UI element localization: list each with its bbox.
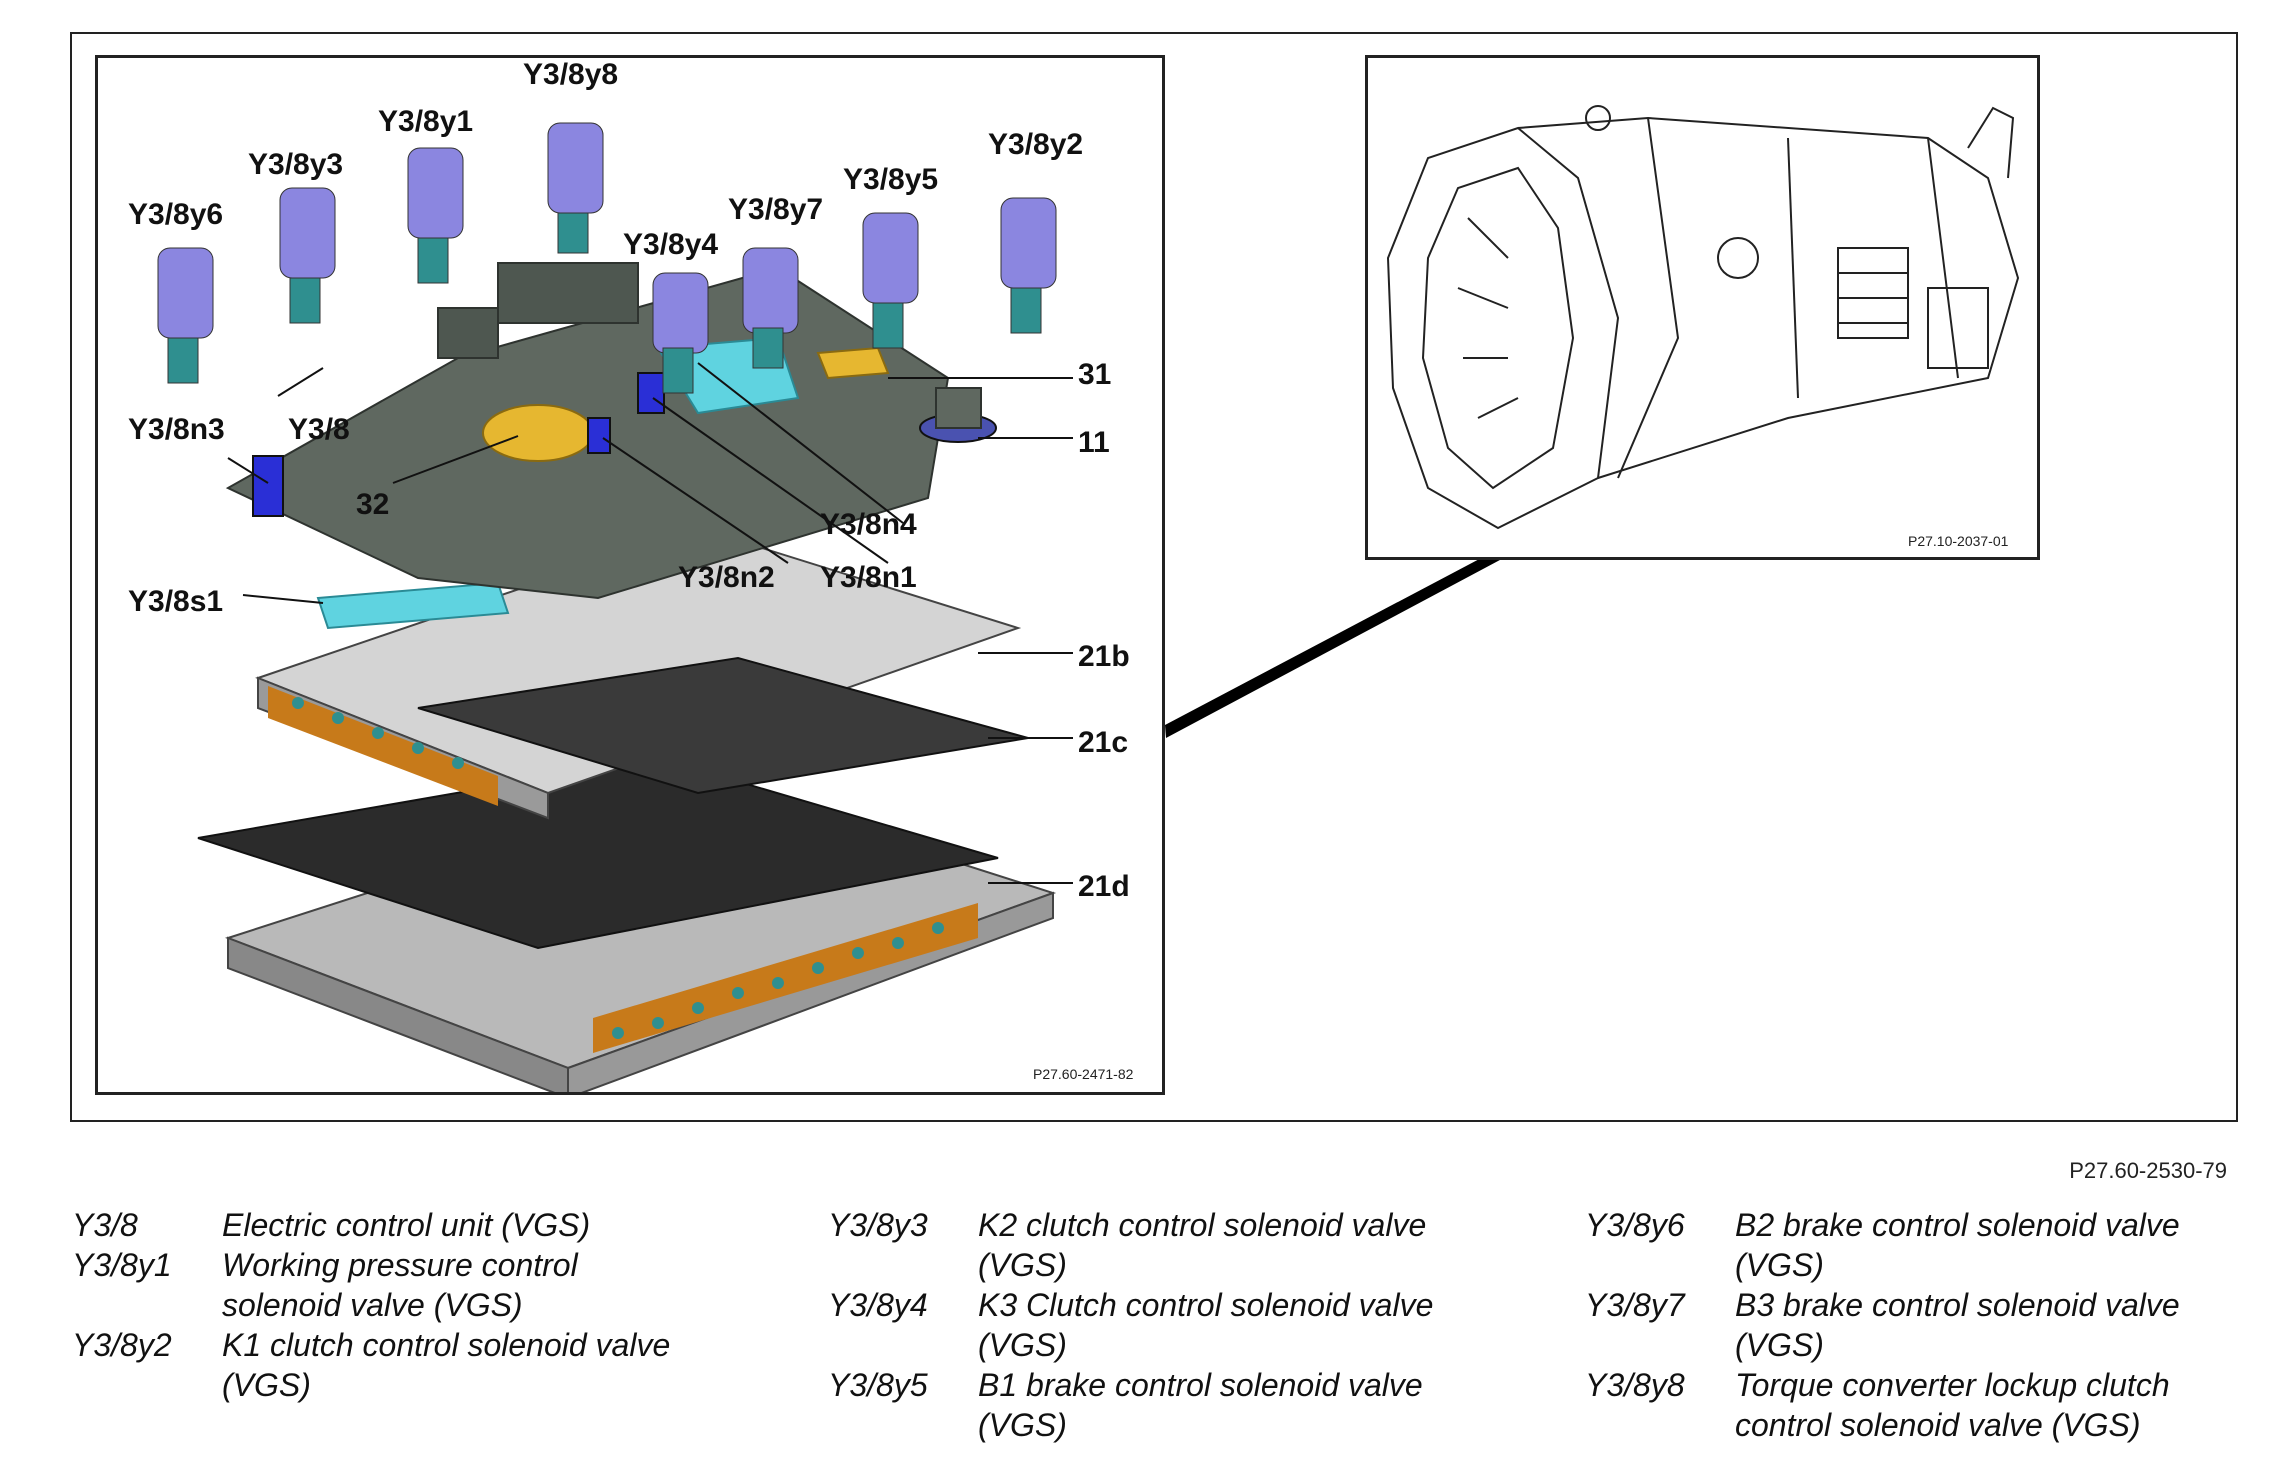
- sensor-n3: [252, 455, 284, 517]
- pointer-wedge: [1165, 510, 1575, 738]
- legend-code: Y3/8y6: [1585, 1207, 1685, 1243]
- legend-text: B2 brake control solenoid valve (VGS): [1735, 1207, 2180, 1283]
- solenoid-y7: [742, 247, 799, 369]
- legend-text: K3 Clutch control solenoid valve (VGS): [978, 1287, 1434, 1363]
- callout-y3-8y8: Y3/8y8: [523, 58, 619, 91]
- callout-y3-8y4: Y3/8y4: [623, 228, 719, 261]
- right-panel-code: P27.10-2037-01: [1908, 533, 2009, 549]
- callout-32: 32: [356, 488, 390, 521]
- legend-text: B3 brake control solenoid valve (VGS): [1735, 1287, 2180, 1363]
- legend-code: Y3/8y4: [828, 1287, 928, 1323]
- legend-column-2: Y3/8y3 K2 clutch control solenoid valve (…: [828, 1205, 1528, 1445]
- legend-row: Y3/8y6 B2 brake control solenoid valve (V…: [1585, 1205, 2285, 1285]
- solenoid-y6: [157, 247, 214, 384]
- legend-text: B1 brake control solenoid valve (VGS): [978, 1367, 1423, 1443]
- callout-y3-8n1: Y3/8n1: [820, 561, 917, 594]
- legend-text: K1 clutch control solenoid valve (VGS): [222, 1327, 671, 1403]
- callout-21b: 21b: [1078, 640, 1130, 673]
- legend-row: Y3/8y7 B3 brake control solenoid valve (V…: [1585, 1285, 2285, 1365]
- callout-y3-8y7: Y3/8y7: [728, 193, 824, 226]
- legend-row: Y3/8y1 Working pressure control solenoid …: [72, 1245, 772, 1325]
- sensor-n2: [587, 417, 611, 454]
- callout-y3-8y3: Y3/8y3: [248, 148, 344, 181]
- callout-y3-8y2: Y3/8y2: [988, 128, 1084, 161]
- callout-y3-8: Y3/8: [288, 413, 350, 446]
- plate-21b: [255, 526, 1022, 820]
- solenoid-y4: [652, 272, 709, 394]
- solenoid-y1: [407, 147, 464, 284]
- callout-11: 11: [1078, 426, 1110, 459]
- solenoid-y8: [547, 122, 604, 254]
- callout-21c: 21c: [1078, 726, 1129, 759]
- callout-y3-8n3: Y3/8n3: [128, 413, 225, 446]
- legend-code: Y3/8y1: [72, 1247, 172, 1283]
- legend-row: Y3/8 Electric control unit (VGS): [72, 1205, 772, 1245]
- callout-y3-8n2: Y3/8n2: [678, 561, 775, 594]
- legend-code: Y3/8: [72, 1207, 138, 1243]
- callout-y3-8y5: Y3/8y5: [843, 163, 939, 196]
- left-panel-code: P27.60-2471-82: [1033, 1066, 1134, 1082]
- transmission-panel: P27.10-2037-01: [1365, 55, 2040, 560]
- callout-y3-8n4: Y3/8n4: [820, 508, 917, 541]
- outer-frame: [70, 32, 2238, 1122]
- legend-text: K2 clutch control solenoid valve (VGS): [978, 1207, 1427, 1283]
- legend-code: Y3/8y8: [1585, 1367, 1685, 1403]
- legend-row: Y3/8y5 B1 brake control solenoid valve (V…: [828, 1365, 1528, 1445]
- valve-body-panel: Y3/8y8 Y3/8y1 Y3/8y3 Y3/8y2 Y3/8y6 Y3/8y…: [95, 55, 1165, 1100]
- legend-column-3: Y3/8y6 B2 brake control solenoid valve (V…: [1585, 1205, 2285, 1445]
- solenoid-y5: [862, 212, 919, 349]
- legend-code: Y3/8y3: [828, 1207, 928, 1243]
- part-32-yellow: [482, 404, 594, 462]
- sensor-s1-part: [316, 581, 510, 630]
- leader-lines: [227, 362, 1073, 884]
- legend-text: Electric control unit (VGS): [222, 1207, 591, 1243]
- legend-code: Y3/8y2: [72, 1327, 172, 1363]
- solenoid-valves: [157, 122, 1057, 394]
- valve-body-drawing: [157, 122, 1073, 1100]
- legend-row: Y3/8y4 K3 Clutch control solenoid valve (…: [828, 1285, 1528, 1365]
- legend-column-1: Y3/8 Electric control unit (VGS) Y3/8y1 Wo…: [72, 1205, 772, 1405]
- legend-code: Y3/8y7: [1585, 1287, 1685, 1323]
- legend-row: Y3/8y8 Torque converter lockup clutch con…: [1585, 1365, 2285, 1445]
- transmission-drawing: [1386, 105, 2020, 530]
- legend-row: Y3/8y3 K2 clutch control solenoid valve (…: [828, 1205, 1528, 1285]
- figure-id: P27.60-2530-79: [2069, 1158, 2227, 1183]
- callout-21d: 21d: [1078, 870, 1130, 903]
- part-31-yellow: [816, 346, 890, 380]
- sensor-n1: [637, 372, 665, 414]
- solenoid-y2: [1000, 197, 1057, 334]
- callout-y3-8y6: Y3/8y6: [128, 198, 224, 231]
- legend-text: Working pressure control solenoid valve …: [222, 1247, 578, 1323]
- legend-row: Y3/8y2 K1 clutch control solenoid valve (…: [72, 1325, 772, 1405]
- legend-code: Y3/8y5: [828, 1367, 928, 1403]
- callout-31: 31: [1078, 358, 1112, 391]
- callout-y3-8y1: Y3/8y1: [378, 105, 474, 138]
- solenoid-y3: [279, 187, 336, 324]
- callout-y3-8s1: Y3/8s1: [128, 585, 224, 618]
- legend-text: Torque converter lockup clutch control s…: [1735, 1367, 2170, 1443]
